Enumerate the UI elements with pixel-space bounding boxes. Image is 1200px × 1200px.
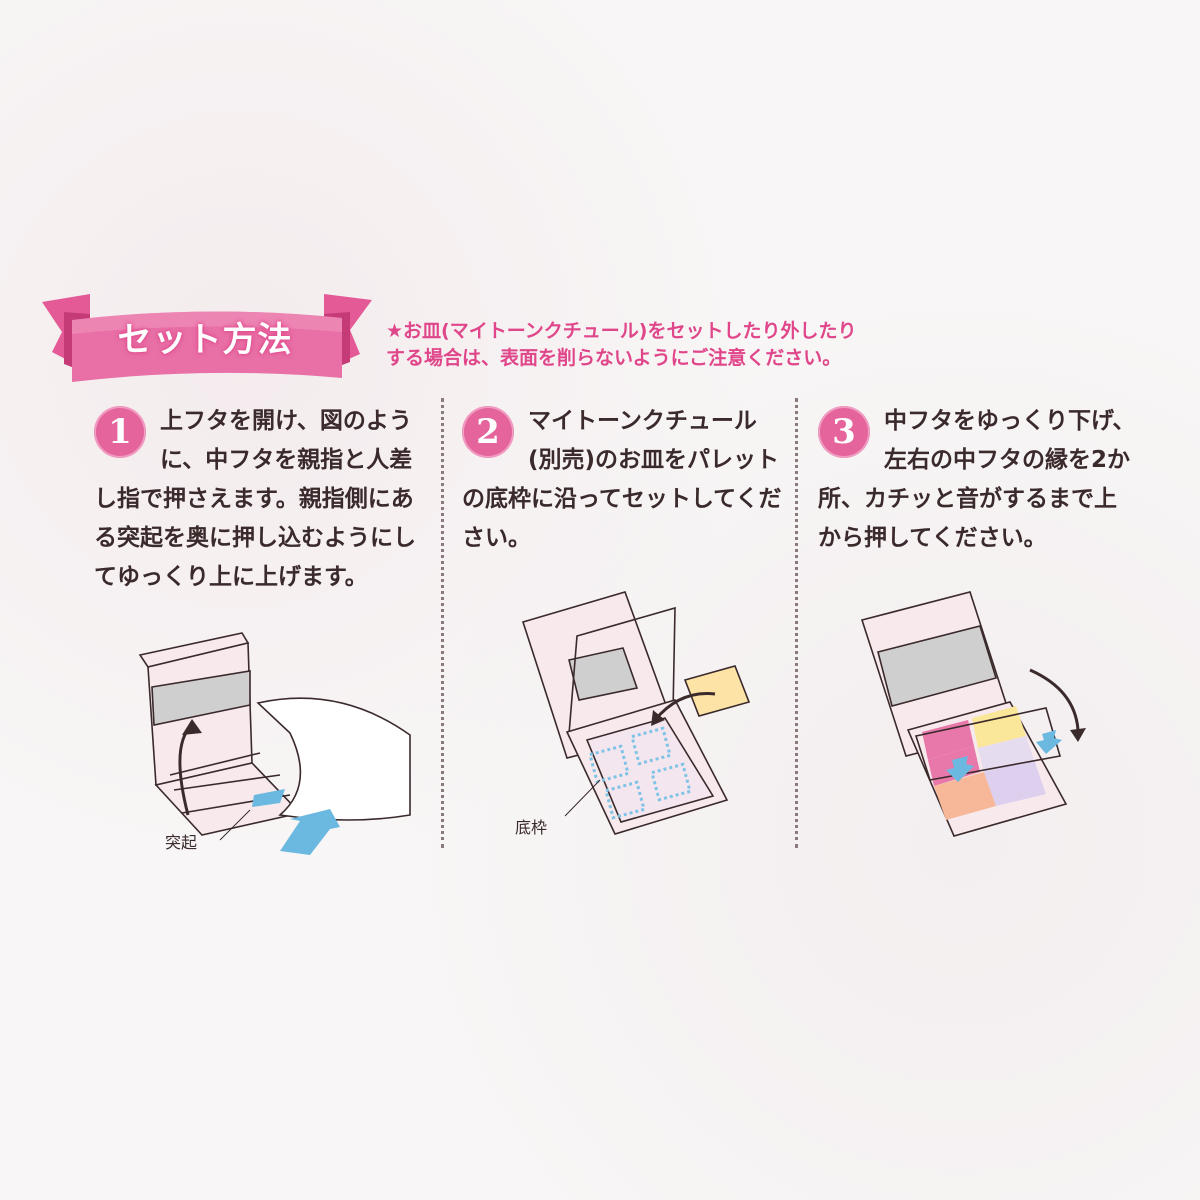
step-3-text: 中フタをゆっくり下げ、左右の中フタの縁を2か所、カチッと音がするまで上から押して… [818, 408, 1136, 551]
protrusion-highlight-icon [252, 789, 285, 807]
caution-notice: ★お皿(マイトーンクチュール)をセットしたり外したり する場合は、表面を削らない… [386, 318, 946, 372]
palette-close-lid-illustration [860, 591, 1086, 837]
palette-open-hand-illustration [138, 632, 411, 855]
page-title: セット方法 [117, 320, 293, 360]
ribbon-shape-icon [42, 294, 372, 382]
step-number-badge: 3 [818, 406, 870, 458]
label-protrusion: 突起 [165, 833, 198, 852]
press-arrow-icon [946, 756, 974, 782]
step-1-text: 上フタを開け、図のように、中フタを親指と人差し指で押さえます。親指側にある突起を… [94, 408, 416, 590]
curved-arrow-icon [653, 692, 716, 721]
press-arrow-icon [1036, 730, 1062, 754]
dotted-divider [441, 398, 444, 848]
dotted-divider [795, 398, 798, 848]
hand-icon [256, 697, 411, 821]
step-2: 2 マイトーンクチュール(別売)のお皿をパレットの底枠に沿ってセットしてください… [462, 402, 787, 558]
section-ribbon: セット方法 [42, 282, 372, 392]
notice-line-2: する場合は、表面を削らないようにご注意ください。 [386, 347, 842, 369]
pan-icon [683, 665, 751, 717]
step-2-text: マイトーンクチュール(別売)のお皿をパレットの底枠に沿ってセットしてください。 [462, 408, 782, 551]
step-number-badge: 2 [462, 406, 514, 458]
step-1: 1 上フタを開け、図のように、中フタを親指と人差し指で押さえます。親指側にある突… [94, 402, 424, 597]
notice-line-1: ★お皿(マイトーンクチュール)をセットしたり外したり [386, 320, 857, 342]
step-number-badge: 1 [94, 406, 146, 458]
step-3: 3 中フタをゆっくり下げ、左右の中フタの縁を2か所、カチッと音がするまで上から押… [818, 402, 1138, 558]
curved-arrow-down-icon [1029, 668, 1080, 731]
label-base-frame: 底枠 [515, 818, 548, 837]
push-arrow-icon [280, 809, 340, 855]
palette-insert-pan-illustration [521, 591, 751, 835]
